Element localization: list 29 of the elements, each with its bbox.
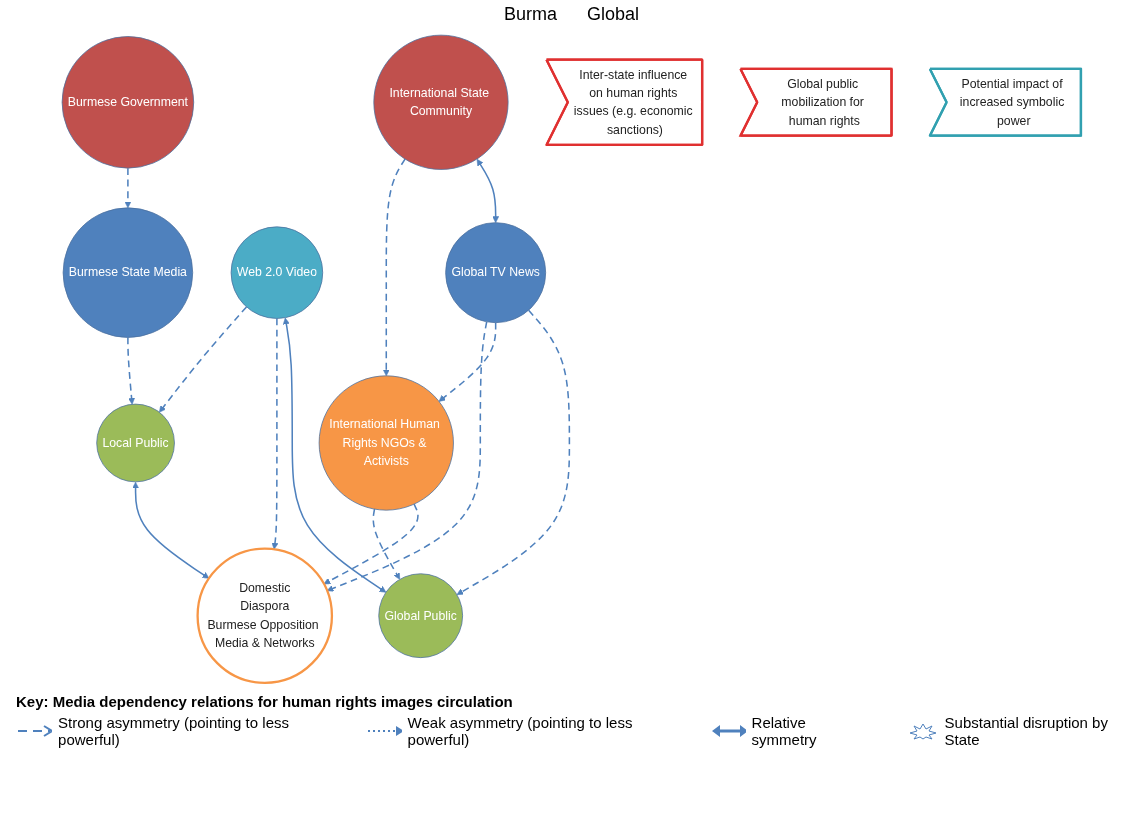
node-circle: International Human Rights NGOs & Activists — [318, 375, 454, 511]
node-circle: Global Public — [378, 573, 463, 659]
arrow — [456, 309, 571, 595]
node-circle: International State Community — [373, 34, 509, 170]
legend-label: Substantial disruption by State — [944, 714, 1109, 748]
arrow — [271, 317, 279, 550]
legend-label: Relative symmetry — [751, 714, 818, 748]
arrow — [476, 159, 500, 223]
node-circle: Burmese Government — [61, 36, 195, 169]
node-circle: Global TV News — [445, 222, 547, 324]
node-circle: Burmese State Media — [62, 207, 194, 338]
arrow — [159, 306, 248, 413]
node-circle: Web 2.0 Video — [230, 226, 324, 319]
arrow — [124, 167, 132, 209]
arrow — [372, 508, 401, 580]
arrow — [326, 321, 488, 592]
legend-label: Strong asymmetry (pointing to less powerful) — [58, 714, 290, 748]
arrow — [323, 503, 419, 585]
node-circle: Local Public — [96, 403, 175, 483]
legend-label: Weak asymmetry (pointing to less powerful) — [407, 714, 634, 748]
arrow — [438, 321, 497, 402]
arrow — [132, 481, 210, 579]
region-label: Burma — [503, 4, 557, 25]
node-circle: Domestic Diaspora Burmese Opposition Media & Networks — [196, 547, 334, 684]
arrow — [127, 336, 135, 405]
arrow — [282, 317, 387, 593]
arrow — [382, 158, 406, 377]
region-label: Global — [587, 4, 639, 25]
legend-title: Key: Media dependency relations for human rights images circulation — [16, 693, 514, 710]
